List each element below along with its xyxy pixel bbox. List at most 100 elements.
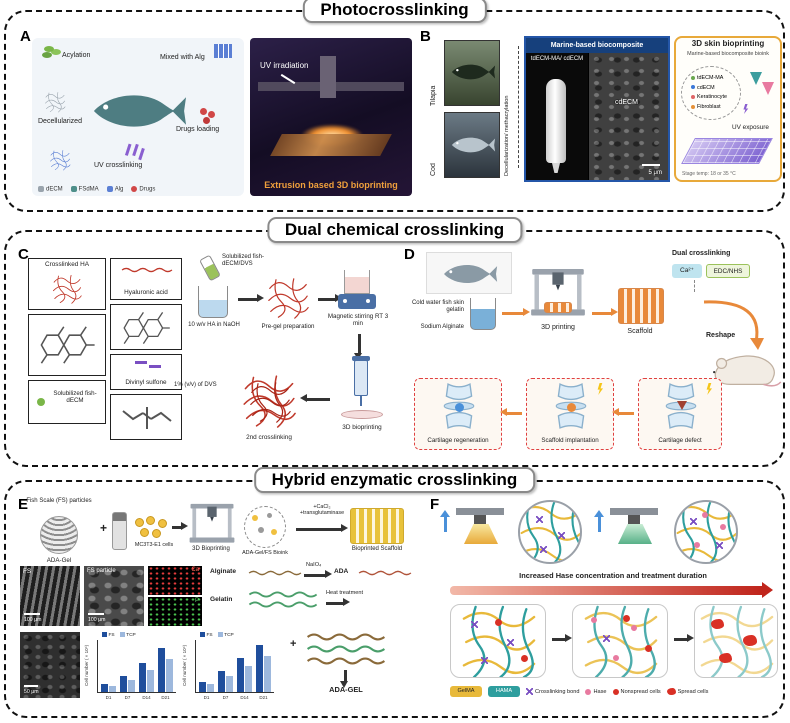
skin-bioprinting-box: 3D skin bioprinting Marine-based biocomp… bbox=[674, 36, 782, 182]
eds-p-label: P bbox=[194, 598, 199, 604]
polymer-network-icon bbox=[572, 604, 668, 678]
stirring-label: Magnetic stirring RT 3 min bbox=[327, 313, 389, 327]
sem-fs-image: FS 100 μm bbox=[20, 566, 80, 626]
decm-chip-icon bbox=[38, 186, 44, 193]
fish-illustration bbox=[90, 88, 188, 134]
bioink-nozzle-icon bbox=[762, 82, 774, 95]
tilapia-photo bbox=[444, 40, 500, 106]
legend-label: Alg bbox=[114, 187, 124, 193]
legend-item-drugs: Drugs bbox=[131, 186, 155, 193]
bioink-dot bbox=[267, 513, 272, 518]
crosslink-bond-icon bbox=[558, 532, 565, 539]
chart-ylabel: Cell number (×10⁴) bbox=[84, 644, 89, 686]
gelatin-squiggle-icon bbox=[248, 590, 318, 599]
series-label: FS bbox=[206, 632, 213, 638]
step-acylation: Acylation bbox=[62, 52, 91, 59]
dual-crosslinking-title: Dual crosslinking bbox=[672, 250, 731, 257]
hase-arrow-text: Increased Hase concentration and treatme… bbox=[519, 571, 707, 580]
printer-icon bbox=[188, 502, 236, 544]
eds-p-map: P bbox=[148, 597, 202, 626]
hyaluronic-acid-label: Hyaluronic acid bbox=[124, 288, 168, 296]
stage-box-defect: Cartilage defect bbox=[638, 378, 722, 450]
hase-arrow-head bbox=[762, 582, 773, 598]
alginate-label: Sodium Alginate bbox=[420, 324, 464, 330]
legend-label: FSdMA bbox=[78, 187, 99, 193]
eds-ca-map: Ca bbox=[148, 566, 202, 595]
fsdma-chip-icon bbox=[70, 186, 77, 193]
legend-item-decm: dECM bbox=[38, 186, 63, 193]
chem-plus-sign: + bbox=[290, 638, 297, 650]
cod-label: Cod bbox=[430, 163, 437, 176]
legend-item-hase: Hase bbox=[585, 688, 607, 695]
legend-item-nonspread: Nonspread cells bbox=[612, 688, 661, 695]
material-box-crosslinked-ha: Crosslinked HA bbox=[28, 258, 106, 310]
stirrer-dial bbox=[366, 299, 370, 303]
ada-gel-vial-icon bbox=[112, 512, 127, 550]
panel-a-schematic: Acylation Mixed with Alg Decellularized … bbox=[32, 38, 244, 196]
cells-cluster-icon bbox=[134, 516, 172, 540]
ada-gel-product-label: ADA-GEL bbox=[329, 685, 363, 694]
network-zoom-circle-1 bbox=[518, 500, 582, 564]
ecm-tube-tip bbox=[552, 163, 560, 173]
gelatin-squiggle-icon bbox=[248, 600, 318, 609]
scale-bar bbox=[642, 164, 660, 166]
bioink-item-label: cdECM bbox=[697, 84, 715, 91]
divinyl-sulfone-label: Divinyl sulfone bbox=[125, 378, 167, 386]
heat-treatment-label: Heat treatment bbox=[326, 590, 363, 596]
hase-gradient-arrow bbox=[450, 586, 762, 595]
crosslink-bond-icon bbox=[481, 657, 488, 664]
decm-dot-icon bbox=[37, 398, 45, 406]
material-box-ha-structure bbox=[28, 314, 106, 376]
bioink-item-label: Keratinocyte bbox=[697, 94, 727, 101]
stage-temp-note: Stage temp: 18 or 35 °C bbox=[682, 171, 736, 178]
legend-label: Spread cells bbox=[677, 688, 709, 695]
panel-arrow-icon bbox=[552, 635, 572, 642]
crosslinked-ha-network-icon bbox=[47, 272, 87, 306]
legend-label: Crosslinking bond bbox=[535, 688, 580, 695]
bioink-circle: tdECM-MA cdECM Keratinocyte Fibroblast bbox=[681, 66, 741, 120]
bioprinted-scaffold-label: Bioprinted Scaffold bbox=[351, 546, 403, 552]
chart-ylabel: Cell number (×10⁴) bbox=[182, 644, 187, 686]
eds-ca-label: Ca bbox=[191, 567, 199, 573]
bioprinting-label: 3D bioprinting bbox=[342, 424, 382, 431]
printhead-nozzle bbox=[628, 515, 640, 524]
tilapia-fish-icon bbox=[450, 57, 496, 87]
light-beam-yellow bbox=[464, 524, 498, 544]
hase-dot-icon bbox=[694, 542, 700, 548]
ecm-tube bbox=[546, 79, 566, 163]
cell-dot bbox=[158, 519, 167, 528]
gelma-legend-chip: GelMA bbox=[450, 686, 482, 697]
legend-item-spread: Spread cells bbox=[666, 688, 709, 695]
bioink-item-list: tdECM-MA cdECM Keratinocyte Fibroblast bbox=[691, 74, 740, 113]
second-crosslinking-label: 2nd crosslinking bbox=[246, 434, 292, 441]
bolt-icon bbox=[597, 383, 604, 395]
nonspread-cell-icon bbox=[521, 655, 528, 662]
panel-label-d: D bbox=[404, 246, 415, 263]
polymer-network-icon bbox=[450, 604, 546, 678]
gelatin-chem-label: Gelatin bbox=[210, 596, 233, 603]
polymer-network-icon bbox=[694, 604, 778, 678]
process-dashed-arrow bbox=[518, 46, 519, 168]
crosslinker-connector bbox=[694, 280, 695, 292]
stirrer-beaker-icon bbox=[344, 270, 370, 294]
scale-bar bbox=[88, 613, 104, 615]
hase-dot-icon bbox=[720, 524, 726, 530]
material-box-divinyl-sulfone: Divinyl sulfone bbox=[110, 354, 182, 390]
up-arrow-icon bbox=[444, 516, 447, 532]
stage-arrow-icon bbox=[500, 409, 522, 416]
bioprinted-scaffold-grid bbox=[350, 508, 404, 544]
drugs-icon bbox=[200, 108, 207, 115]
crosslink-bond-icon bbox=[507, 639, 514, 646]
bioink-label: ADA-Gel/FS Bioink bbox=[242, 550, 288, 556]
material-box-hyaluronic-acid: Hyaluronic acid bbox=[110, 258, 182, 300]
petri-dish-icon bbox=[341, 410, 383, 419]
nonspread-cell-icon bbox=[645, 645, 652, 652]
mixing-beaker-icon bbox=[470, 298, 496, 330]
tilapia-label: Tilapia bbox=[430, 85, 437, 106]
acylation-icon bbox=[44, 46, 54, 52]
material-box-ha-structure-2 bbox=[110, 304, 182, 350]
crosslinker-label: +CaCl₂ +transglutaminase bbox=[299, 504, 345, 517]
stage-label: Cartilage regeneration bbox=[427, 437, 489, 445]
